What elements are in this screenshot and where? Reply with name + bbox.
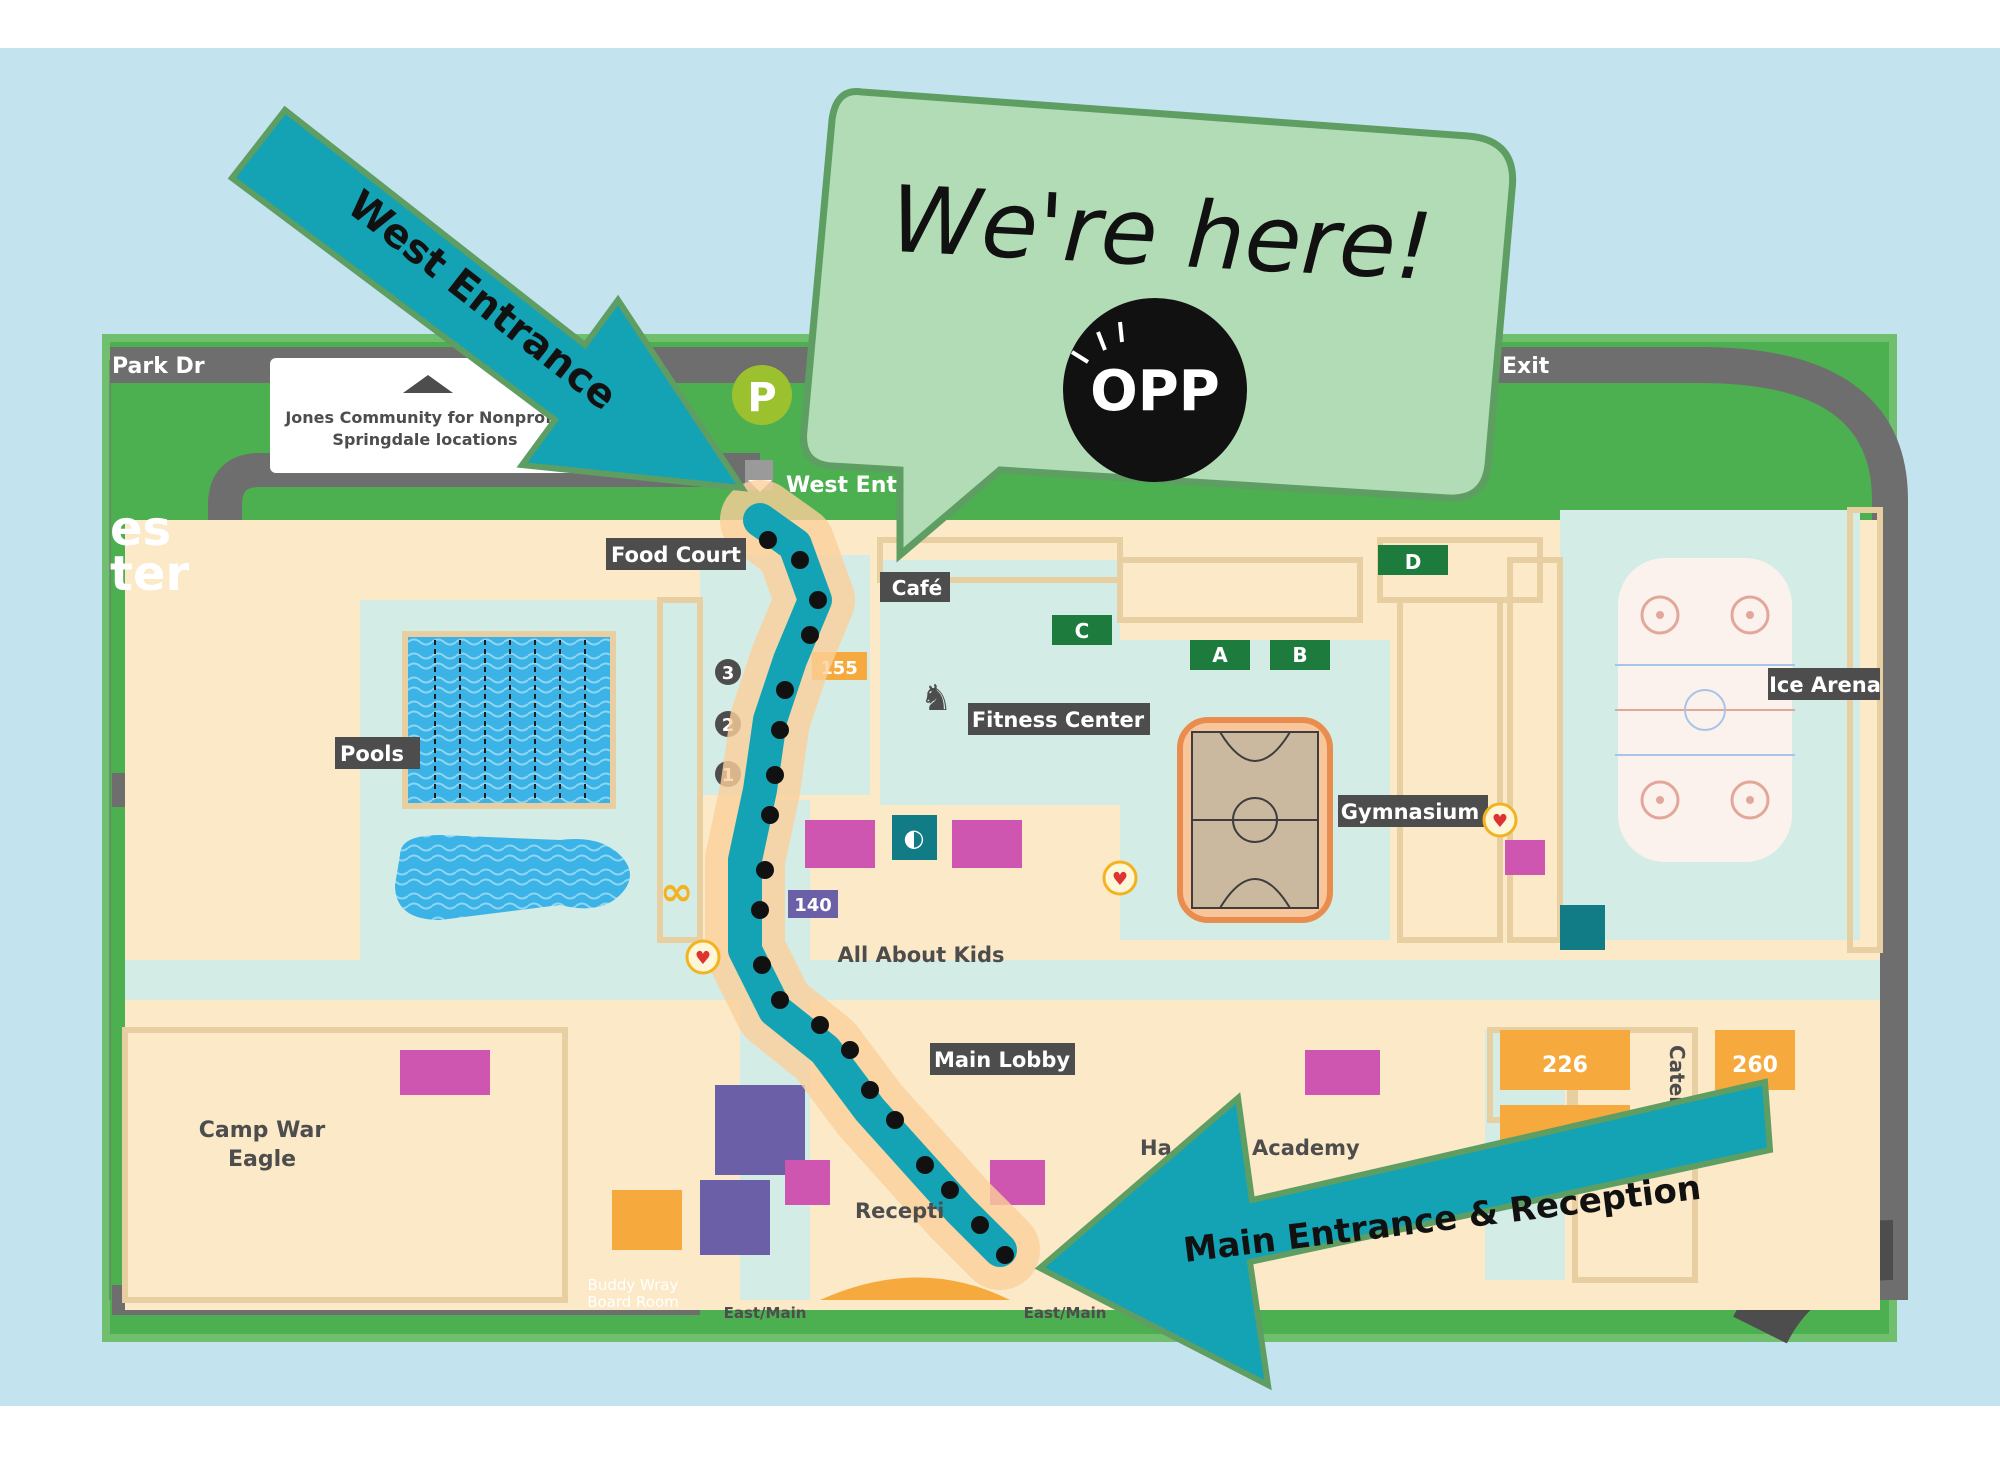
label-fitness-center: Fitness Center xyxy=(972,708,1145,732)
restroom-2 xyxy=(952,820,1022,868)
label-east-main-2: East/Main xyxy=(1024,1304,1107,1322)
label-east-main-1: East/Main xyxy=(724,1304,807,1322)
court-c: C xyxy=(1075,619,1090,643)
room-226-block xyxy=(1500,1030,1630,1090)
elevator-icon xyxy=(892,815,937,860)
campus-map: ∞ 226 227 260 ◐ xyxy=(102,334,1908,1345)
info-box-line2: Springdale locations xyxy=(332,430,517,449)
label-camp-war-eagle-2: Eagle xyxy=(228,1147,296,1172)
buddy-wray-room xyxy=(612,1190,682,1250)
opp-logo-icon: OPP xyxy=(1063,298,1247,482)
east-main-fountain xyxy=(820,1277,1010,1300)
room-140: 140 xyxy=(794,895,832,916)
label-gymnasium: Gymnasium xyxy=(1341,800,1479,824)
street-exit: Exit xyxy=(1502,354,1550,379)
slide-icon: ∞ xyxy=(660,869,693,915)
court-b: B xyxy=(1292,643,1307,667)
restroom-3 xyxy=(400,1050,490,1095)
room-260: 260 xyxy=(1732,1053,1778,1078)
label-west-entrance: West Entr xyxy=(786,473,908,498)
label-main-lobby: Main Lobby xyxy=(934,1048,1070,1072)
svg-text:OPP: OPP xyxy=(1090,359,1220,424)
info-box xyxy=(270,358,580,473)
leisure-pool xyxy=(395,835,630,920)
room-226: 226 xyxy=(1542,1053,1588,1078)
label-food-court: Food Court xyxy=(611,543,741,567)
restroom-6 xyxy=(785,1160,830,1205)
label-buddy-wray-2: Board Room xyxy=(587,1293,679,1311)
svg-text:♥: ♥ xyxy=(1112,869,1128,890)
label-academy: Academy xyxy=(1252,1136,1360,1160)
footprints xyxy=(751,531,1014,1264)
label-pools: Pools xyxy=(340,742,404,766)
restroom-1 xyxy=(805,820,875,868)
center-name-line2: ter xyxy=(110,546,190,602)
label-cafe: Café xyxy=(892,576,942,600)
street-park-dr: Park Dr xyxy=(112,354,205,379)
svg-text:◐: ◐ xyxy=(904,824,925,852)
court-a: A xyxy=(1212,643,1228,667)
floor-3: 3 xyxy=(722,663,735,684)
up-triangle-icon xyxy=(403,375,453,393)
walking-route xyxy=(728,503,1017,1267)
center-name-line1: es xyxy=(110,501,171,557)
fitness-icon: ♞ xyxy=(920,678,952,719)
info-box-line1: Jones Community for Nonprofit xyxy=(284,408,565,427)
restroom-4 xyxy=(1305,1050,1380,1095)
label-all-about-kids: All About Kids xyxy=(838,943,1005,967)
svg-text:♥: ♥ xyxy=(695,948,711,969)
aed-icons: ♥ ♥ ♥ xyxy=(685,802,1518,975)
court-d: D xyxy=(1405,550,1422,574)
label-reception: Recepti xyxy=(855,1199,944,1223)
room-260-block xyxy=(1715,1030,1795,1090)
label-buddy-wray-1: Buddy Wray xyxy=(588,1276,679,1294)
callout-bubble: We're here! OPP xyxy=(800,88,1517,563)
svg-text:♥: ♥ xyxy=(1492,811,1508,832)
restroom-5 xyxy=(1505,840,1545,875)
parking-icon xyxy=(732,365,792,425)
label-ice-arena: Ice Arena xyxy=(1769,673,1881,697)
location-labels: Food Court Café Pools Fitness Center ♞ G… xyxy=(199,538,1881,1322)
elevator-icon-2 xyxy=(1560,905,1605,950)
label-camp-war-eagle-1: Camp War xyxy=(199,1118,326,1143)
svg-text:P: P xyxy=(747,375,776,421)
purple-room-2 xyxy=(700,1180,770,1255)
